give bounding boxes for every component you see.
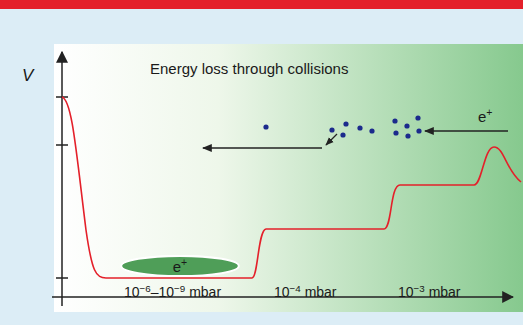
positron-cloud: e+ bbox=[120, 255, 240, 277]
tick bbox=[56, 144, 68, 146]
scatter-arrow bbox=[326, 134, 337, 145]
particle-label: e+ bbox=[173, 258, 187, 275]
incoming-arrow bbox=[425, 130, 508, 131]
top-bar bbox=[0, 0, 523, 9]
annotation: Energy loss through collisions bbox=[150, 60, 348, 78]
axis-label: V bbox=[22, 66, 33, 86]
tick bbox=[56, 277, 68, 279]
y-axis bbox=[61, 52, 63, 306]
particle-label: e+ bbox=[478, 108, 492, 126]
energy-loss-arrow bbox=[203, 147, 322, 148]
gas-molecules bbox=[263, 115, 421, 138]
pressure-label: 10−4 mbar bbox=[274, 284, 337, 301]
pressure-label: 10−6–10−9 mbar bbox=[124, 284, 221, 301]
potential-curve bbox=[62, 97, 521, 278]
pressure-label: 10−3 mbar bbox=[398, 284, 461, 301]
pressure-gradient bbox=[54, 44, 523, 312]
